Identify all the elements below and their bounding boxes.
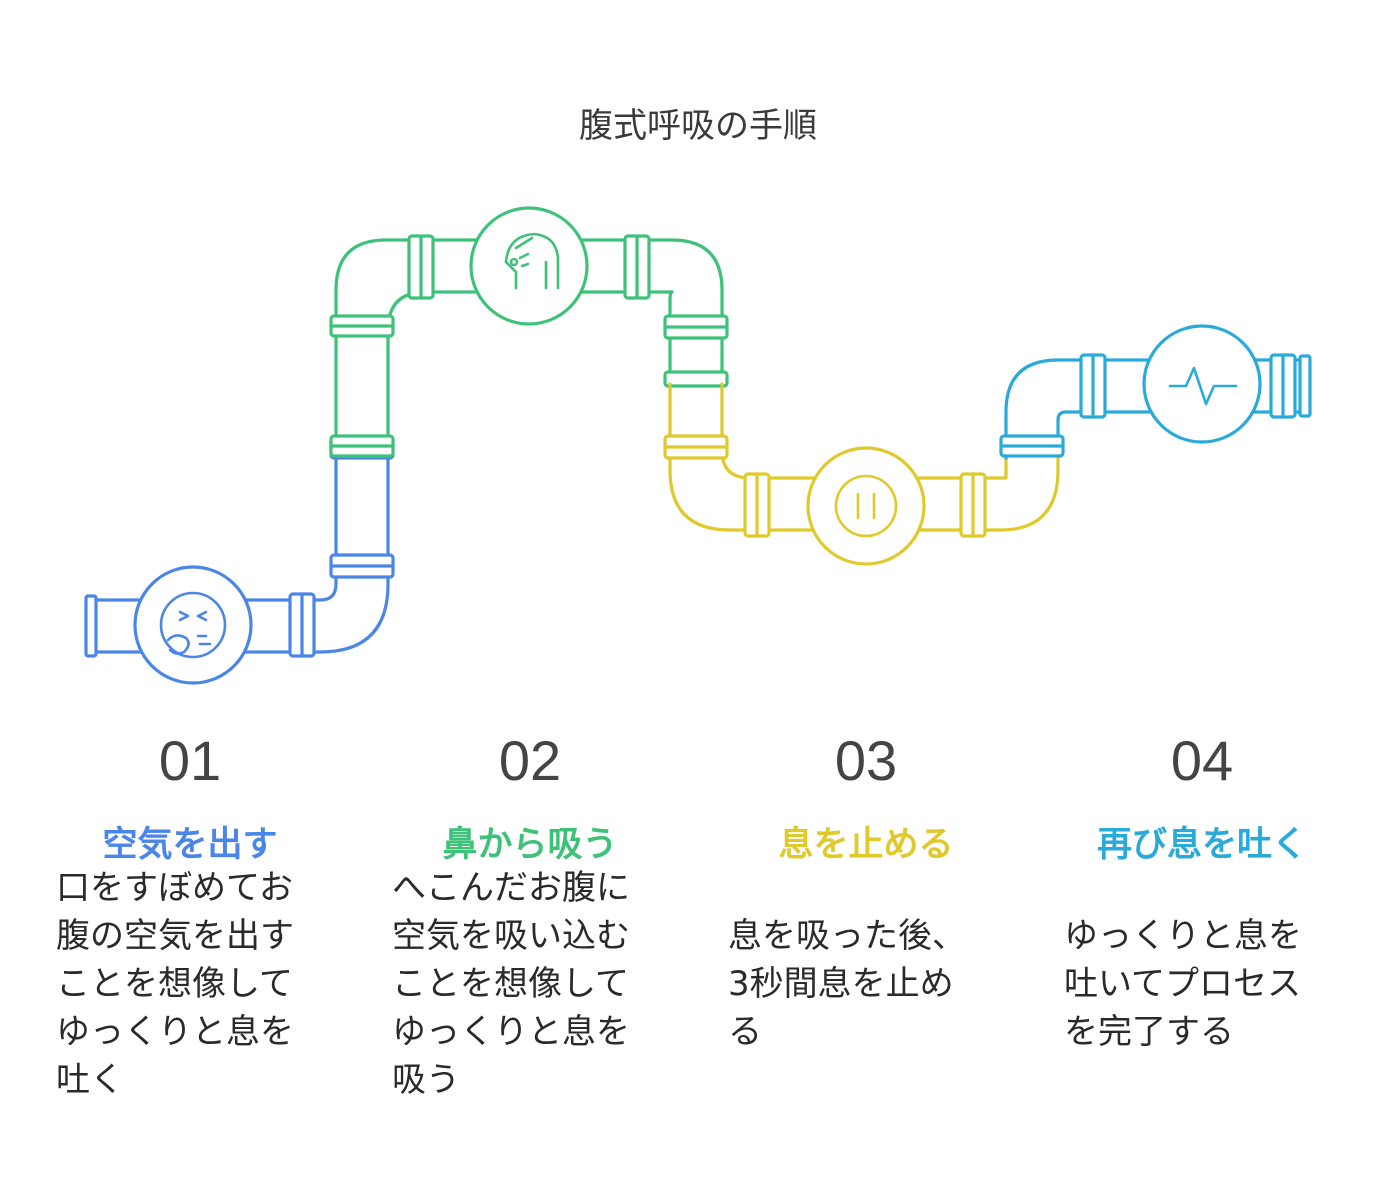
page-title: 腹式呼吸の手順 [579,106,817,146]
step-description: ゆっくりと息を 吐いてプロセス を完了する [1064,916,1302,1052]
step-description: へこんだお腹に 空気を吸い込む ことを想像して ゆっくりと息を 吸う [392,868,630,1100]
pipeline-diagram [84,206,1312,685]
step-description: 口をすぼめてお 腹の空気を出す ことを想像して ゆっくりと息を 吐く [56,868,294,1100]
pulse-icon [1168,366,1238,406]
step-heading: 再び息を吐く [1096,825,1307,865]
pipe-segment-4 [999,324,1312,460]
step-heading: 息を止める [778,825,954,865]
step-heading: 空気を出す [102,825,278,865]
pipe-segment-2 [329,206,729,458]
step-number: 01 [158,729,222,792]
pause-icon [834,474,898,538]
step-number: 03 [834,729,898,792]
step-number: 04 [1170,729,1234,792]
step-number: 02 [498,729,562,792]
exhale-face-icon [159,591,227,659]
step-description: 息を吸った後、 3秒間息を止め る [728,916,966,1052]
pipe-segment-1 [84,436,395,685]
pipe-segment-3 [663,382,1060,566]
head-inhale-icon [504,232,560,290]
step-heading: 鼻から吸う [442,825,618,865]
